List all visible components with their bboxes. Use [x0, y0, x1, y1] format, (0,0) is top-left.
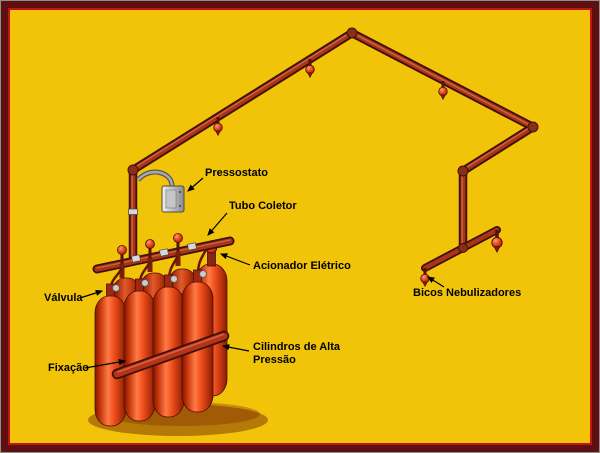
- label-tubo-coletor: Tubo Coletor: [229, 200, 297, 212]
- label-cilindros-line2: Pressão: [253, 354, 296, 366]
- pressure-switch: [136, 169, 185, 213]
- label-pressostato: Pressostato: [205, 167, 268, 179]
- label-acionador-eletrico: Acionador Elétrico: [253, 260, 351, 272]
- label-fixacao: Fixação: [48, 362, 89, 374]
- pipe-elbow-fittings: [127, 27, 539, 253]
- pipe-network: [127, 27, 539, 272]
- mounting-strap: [111, 330, 230, 380]
- manifold-actuators: [117, 233, 183, 264]
- labels: Pressostato Tubo Coletor Acionador Elétr…: [44, 167, 521, 374]
- pipe-union: [128, 208, 138, 215]
- annotation-arrows: [79, 177, 445, 369]
- cylinder: [123, 290, 156, 422]
- label-cilindros-line1: Cilindros de Alta: [253, 341, 341, 353]
- label-bicos-nebulizadores: Bicos Nebulizadores: [413, 287, 521, 299]
- cylinder: [94, 295, 127, 427]
- label-valvula: Válvula: [44, 292, 83, 304]
